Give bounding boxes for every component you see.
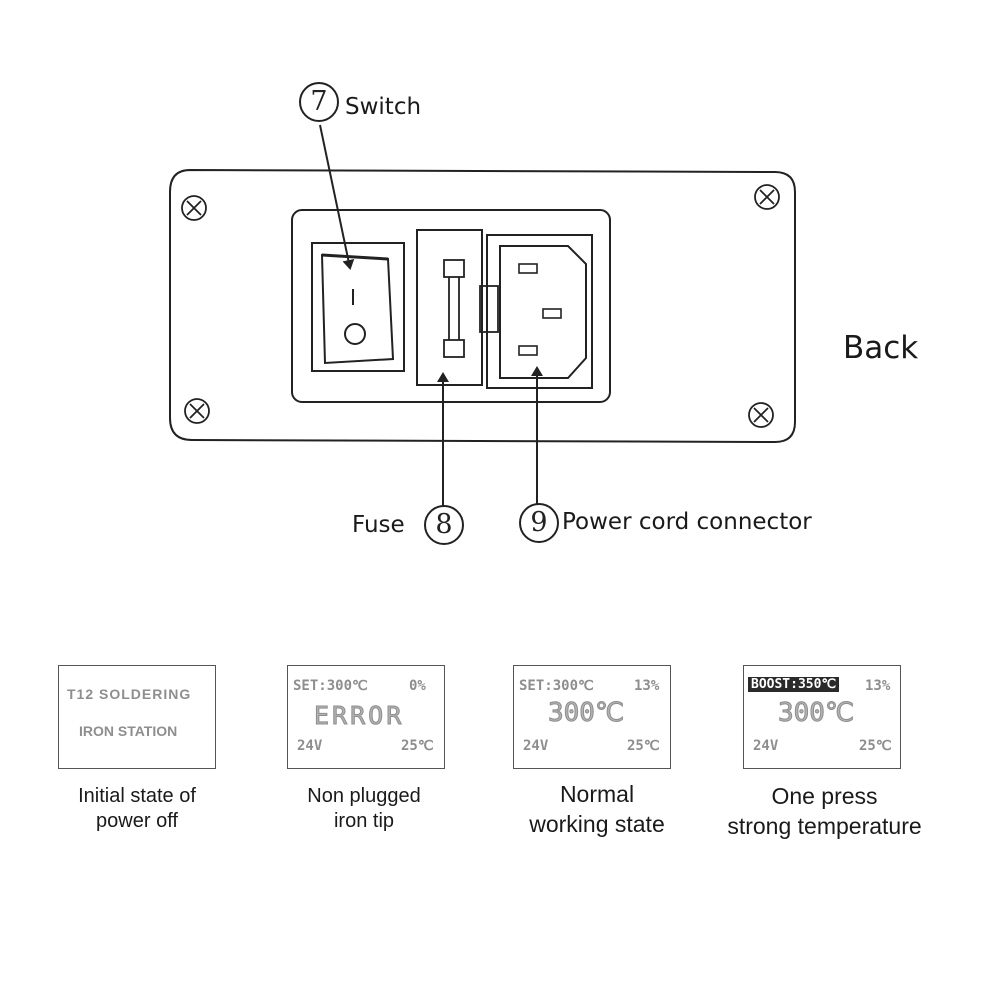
lcd-screen-normal: SET:300℃ 13% 300℃ 24V 25℃: [513, 665, 671, 769]
current-temperature: 300℃: [777, 698, 855, 729]
screen-line-subtitle: IRON STATION: [79, 723, 178, 739]
power-cord-connector: [486, 234, 593, 389]
voltage-readout: 24V: [297, 738, 323, 754]
back-label: Back: [843, 330, 919, 366]
fuse-label: Fuse: [352, 512, 405, 538]
caption-line: Non plugged: [307, 785, 421, 807]
caption-initial: Initial state of power off: [37, 784, 237, 834]
ambient-temperature: 25℃: [859, 738, 892, 754]
callout-number-9: 9: [519, 503, 559, 543]
power-percent: 0%: [409, 678, 426, 694]
power-cord-label: Power cord connector: [562, 509, 812, 535]
set-temperature: SET:300℃: [293, 678, 368, 694]
lcd-screen-initial: T12 SOLDERING IRON STATION: [58, 665, 216, 769]
power-percent: 13%: [865, 678, 891, 694]
voltage-readout: 24V: [753, 738, 779, 754]
caption-line: Normal: [559, 781, 635, 807]
error-display: ERROR: [313, 701, 405, 731]
switch-label: Switch: [345, 94, 422, 120]
caption-line: iron tip: [333, 810, 395, 832]
screw-icon: [754, 184, 780, 210]
caption-line: strong temperature: [727, 813, 922, 839]
lcd-screen-error: SET:300℃ 0% ERROR 24V 25℃: [287, 665, 445, 769]
fuse-holder: [416, 229, 499, 386]
rocker-switch: [311, 242, 405, 372]
lcd-screen-boost: BOOST:350℃ 13% 300℃ 24V 25℃: [743, 665, 901, 769]
caption-line: working state: [529, 811, 665, 837]
caption-line: power off: [96, 810, 178, 832]
callout-number-8: 8: [424, 505, 464, 545]
power-module-frame: [291, 209, 611, 403]
ambient-temperature: 25℃: [401, 738, 434, 754]
screw-icon: [181, 195, 207, 221]
caption-line: One press: [771, 783, 878, 809]
power-percent: 13%: [634, 678, 660, 694]
screen-line-title: T12 SOLDERING: [67, 686, 192, 702]
caption-normal: Normal working state: [492, 779, 702, 839]
boost-temperature: BOOST:350℃: [748, 677, 840, 692]
current-temperature: 300℃: [547, 698, 625, 729]
back-plate: [169, 168, 796, 444]
ambient-temperature: 25℃: [627, 738, 660, 754]
callout-number-7: 7: [299, 82, 339, 122]
caption-boost: One press strong temperature: [697, 781, 952, 841]
set-temperature: SET:300℃: [519, 678, 594, 694]
screw-icon: [748, 402, 774, 428]
caption-error: Non plugged iron tip: [264, 784, 464, 834]
switch-leader-arrow: [319, 124, 355, 270]
screw-icon: [184, 398, 210, 424]
caption-line: Initial state of: [78, 785, 196, 807]
voltage-readout: 24V: [523, 738, 549, 754]
